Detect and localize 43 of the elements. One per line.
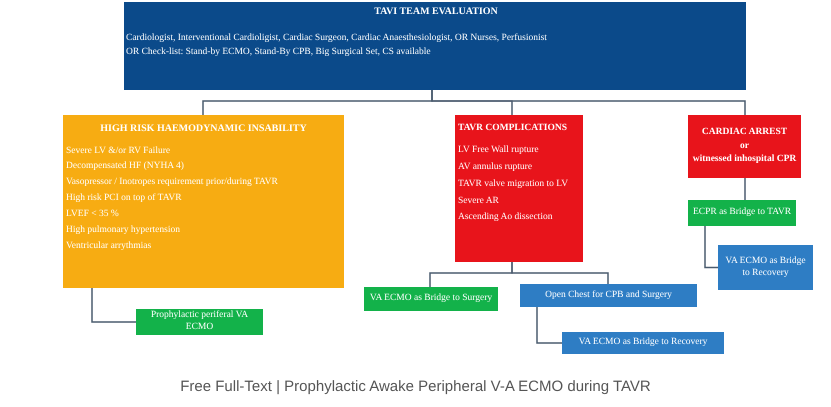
connector-line <box>536 307 562 344</box>
list-item: Cardiologist, Interventional Cardioligist, Cardiac Surgeon, Cardiac Anaesthesiologist, OR Nurses, Perfusionist <box>126 32 548 44</box>
outcome-box <box>688 200 796 226</box>
box-text: VA ECMO as Bridge to Recovery <box>724 256 807 280</box>
complications-box <box>455 115 583 262</box>
outcome-box <box>364 287 498 311</box>
list-item: Decompensated HF (NYHA 4) <box>66 161 185 174</box>
list-item: AV annulus rupture <box>458 162 534 174</box>
connector-line <box>744 178 746 200</box>
list-item: High risk PCI on top of TAVR <box>66 193 183 205</box>
connector-line <box>431 90 746 115</box>
outcome-box <box>718 245 813 290</box>
box-heading: TAVI TEAM EVALUATION <box>373 6 499 18</box>
risk-criteria-box <box>63 115 344 288</box>
cardiac-arrest-box <box>688 115 801 178</box>
list-item: Severe LV &/or RV Failure <box>66 146 172 158</box>
box-text: CARDIAC ARREST <box>700 126 788 139</box>
box-text: VA ECMO as Bridge to Surgery <box>368 293 494 305</box>
connector-line <box>704 226 718 268</box>
box-text: Open Chest for CPB and Surgery <box>544 290 673 302</box>
box-heading: HIGH RISK HAEMODYNAMIC INSABILITY <box>99 123 308 136</box>
list-item: OR Check-list: Stand-by ECMO, Stand-By CPB, Big Surgical Set, CS available <box>126 47 432 60</box>
list-item: Ventricular arrythmias <box>66 240 152 253</box>
outcome-box <box>520 284 697 307</box>
box-text: witnessed inhospital CPR <box>692 154 797 166</box>
list-item: Vasopressor / Inotropes requirement prior/during TAVR <box>66 177 279 190</box>
list-item: TAVR valve migration to LV <box>458 178 570 190</box>
team-evaluation-box <box>124 2 746 90</box>
outcome-box <box>136 309 263 335</box>
box-text: VA ECMO as Bridge to Recovery <box>578 337 708 349</box>
outcome-box <box>562 332 724 354</box>
caption: Free Full-Text | Prophylactic Awake Peripheral V-A ECMO during TAVR <box>179 378 652 395</box>
box-text: Prophylactic periferal VA ECMO <box>150 310 250 334</box>
list-item: Severe AR <box>458 196 500 208</box>
list-item: Ascending Ao dissection <box>458 212 554 224</box>
list-item: LVEF < 35 % <box>66 209 120 221</box>
box-text: or <box>739 140 750 152</box>
connector-line <box>91 288 136 323</box>
list-item: High pulmonary hypertension <box>66 224 181 237</box>
connector-line <box>511 262 609 284</box>
box-heading: TAVR COMPLICATIONS <box>458 123 568 135</box>
box-text: ECPR as Bridge to TAVR <box>692 207 792 219</box>
list-item: LV Free Wall rupture <box>458 144 540 157</box>
